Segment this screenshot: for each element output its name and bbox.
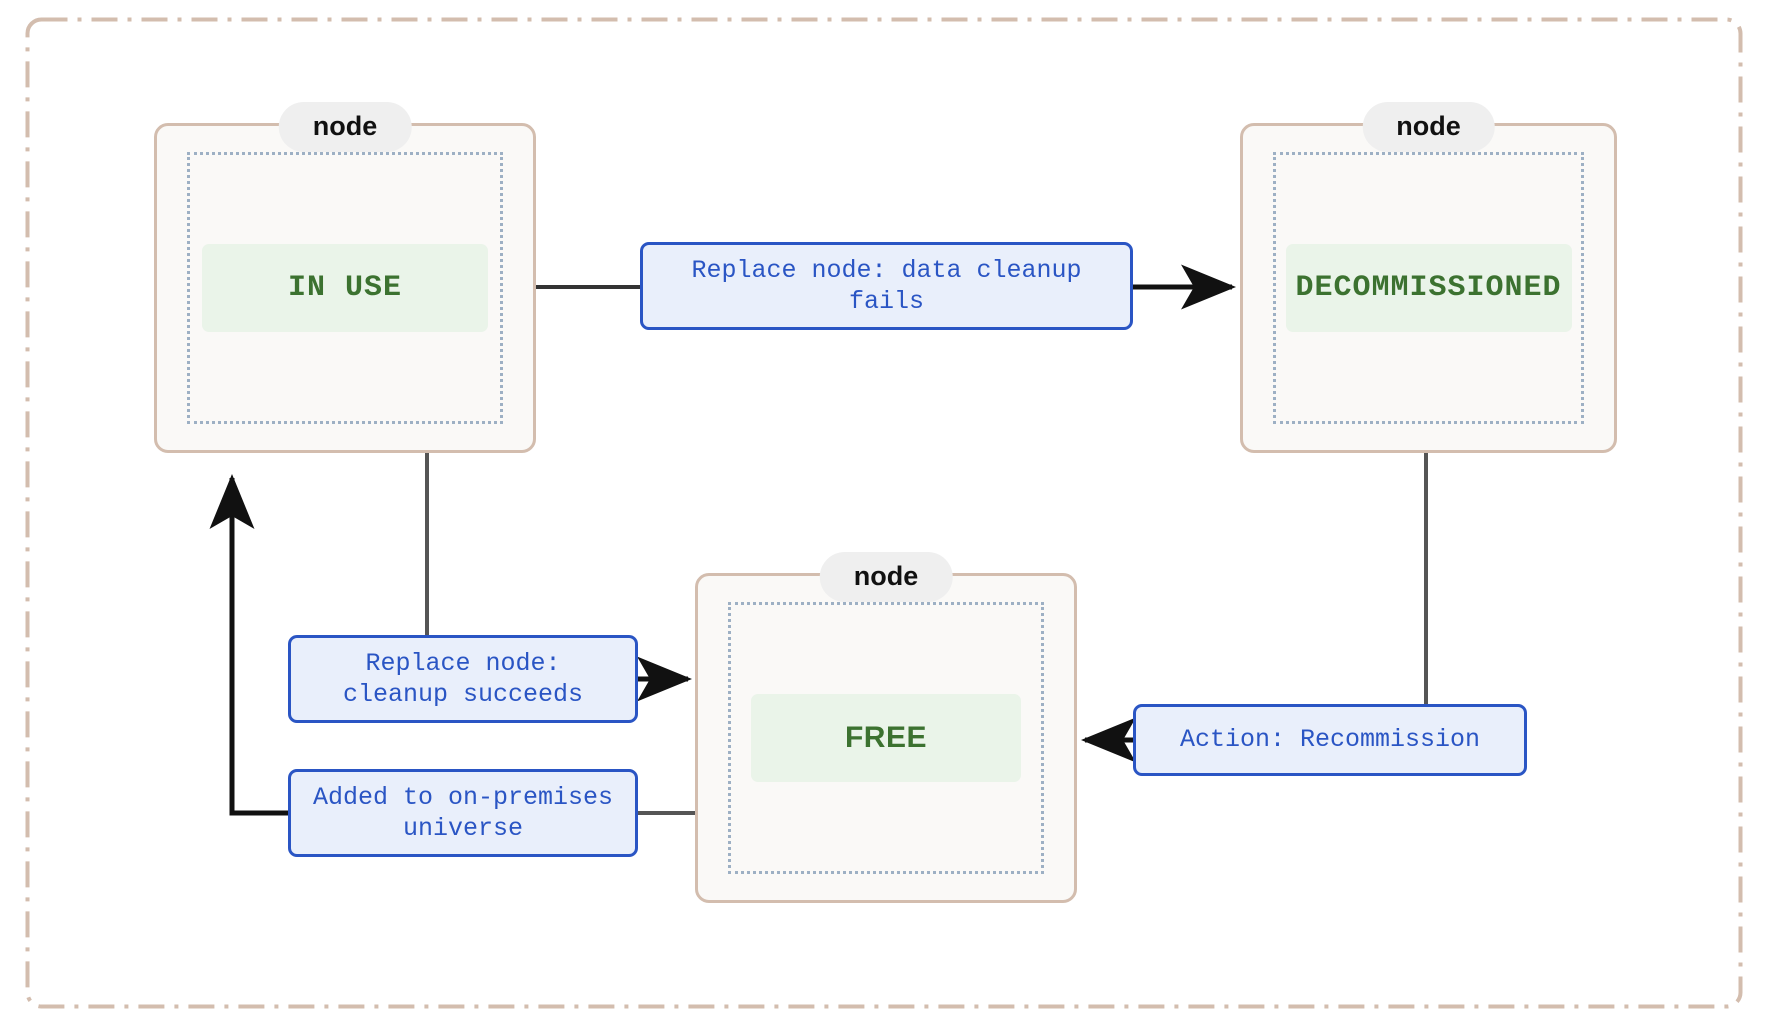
edge-label-action-recommission[interactable]: Action: Recommission <box>1133 704 1527 776</box>
node-pill-label-decommissioned: node <box>1362 102 1495 152</box>
node-container-decommissioned[interactable]: node DECOMMISSIONED <box>1240 102 1617 453</box>
node-pill-label-in-use: node <box>278 102 412 152</box>
node-container-in-use[interactable]: node IN USE <box>154 102 536 453</box>
state-chip-in-use[interactable]: IN USE <box>202 244 488 332</box>
state-chip-decommissioned[interactable]: DECOMMISSIONED <box>1285 244 1572 332</box>
node-pill-label-free: node <box>819 552 953 602</box>
state-chip-free[interactable]: FREE <box>751 694 1021 782</box>
node-inner-dotted-border-decommissioned <box>1273 152 1584 424</box>
edge-label-cleanup-succeeds[interactable]: Replace node: cleanup succeeds <box>288 635 638 723</box>
edge-added-label-to-in-use <box>209 473 288 816</box>
edge-label-cleanup-fails[interactable]: Replace node: data cleanup fails <box>640 242 1133 330</box>
edge-label-added-on-premises[interactable]: Added to on-premises universe <box>288 769 638 857</box>
node-container-free[interactable]: node FREE <box>695 552 1077 903</box>
node-inner-dotted-border-in-use <box>187 152 503 424</box>
node-inner-dotted-border-free <box>728 602 1044 874</box>
